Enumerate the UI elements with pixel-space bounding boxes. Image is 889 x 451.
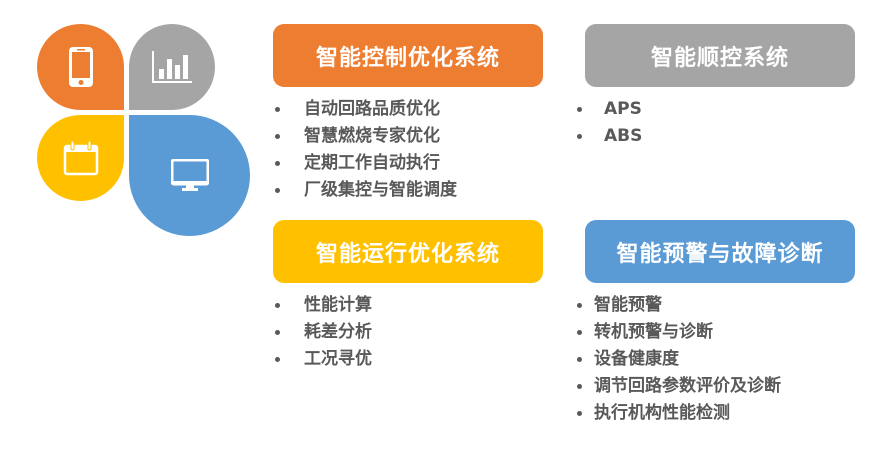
list-item: 智慧燃烧专家优化 xyxy=(273,123,457,150)
bullet-icon xyxy=(577,384,582,389)
bullet-icon xyxy=(577,303,582,308)
list-item: 定期工作自动执行 xyxy=(273,150,457,177)
section-title-warning-diagnosis: 智能预警与故障诊断 xyxy=(585,220,855,283)
section-title-sequence-control: 智能顺控系统 xyxy=(585,24,855,87)
bullet-icon xyxy=(577,134,582,139)
list-item: 调节回路参数评价及诊断 xyxy=(575,373,781,400)
list-item: 性能计算 xyxy=(273,292,372,319)
list-item: 执行机构性能检测 xyxy=(575,400,781,427)
section-title-control-optimization: 智能控制优化系统 xyxy=(273,24,543,87)
operation-optimization-list: 性能计算 耗差分析 工况寻优 xyxy=(273,292,372,373)
petal-yellow xyxy=(37,115,124,201)
bullet-icon xyxy=(275,161,280,166)
bullet-icon xyxy=(577,107,582,112)
bullet-icon xyxy=(577,330,582,335)
bar-chart-icon xyxy=(152,51,192,83)
list-item: 智能预警 xyxy=(575,292,781,319)
list-item: 转机预警与诊断 xyxy=(575,319,781,346)
list-item: 厂级集控与智能调度 xyxy=(273,177,457,204)
list-item: 自动回路品质优化 xyxy=(273,96,457,123)
list-item: ABS xyxy=(575,123,642,150)
section-title-operation-optimization: 智能运行优化系统 xyxy=(273,220,543,283)
list-item: APS xyxy=(575,96,642,123)
smartphone-icon xyxy=(68,47,93,87)
calendar-icon xyxy=(63,140,98,176)
bullet-icon xyxy=(275,303,280,308)
control-optimization-list: 自动回路品质优化 智慧燃烧专家优化 定期工作自动执行 厂级集控与智能调度 xyxy=(273,96,457,204)
petal-gray xyxy=(129,24,215,110)
list-item: 耗差分析 xyxy=(273,319,372,346)
bullet-icon xyxy=(577,411,582,416)
bullet-icon xyxy=(275,107,280,112)
bullet-icon xyxy=(275,330,280,335)
petal-orange xyxy=(37,24,124,110)
warning-diagnosis-list: 智能预警 转机预警与诊断 设备健康度 调节回路参数评价及诊断 执行机构性能检测 xyxy=(575,292,781,427)
bullet-icon xyxy=(275,134,280,139)
sequence-control-list: APS ABS xyxy=(575,96,642,150)
list-item: 工况寻优 xyxy=(273,346,372,373)
list-item: 设备健康度 xyxy=(575,346,781,373)
bullet-icon xyxy=(275,188,280,193)
bullet-icon xyxy=(577,357,582,362)
bullet-icon xyxy=(275,357,280,362)
petal-blue xyxy=(129,115,250,236)
monitor-icon xyxy=(170,158,209,191)
